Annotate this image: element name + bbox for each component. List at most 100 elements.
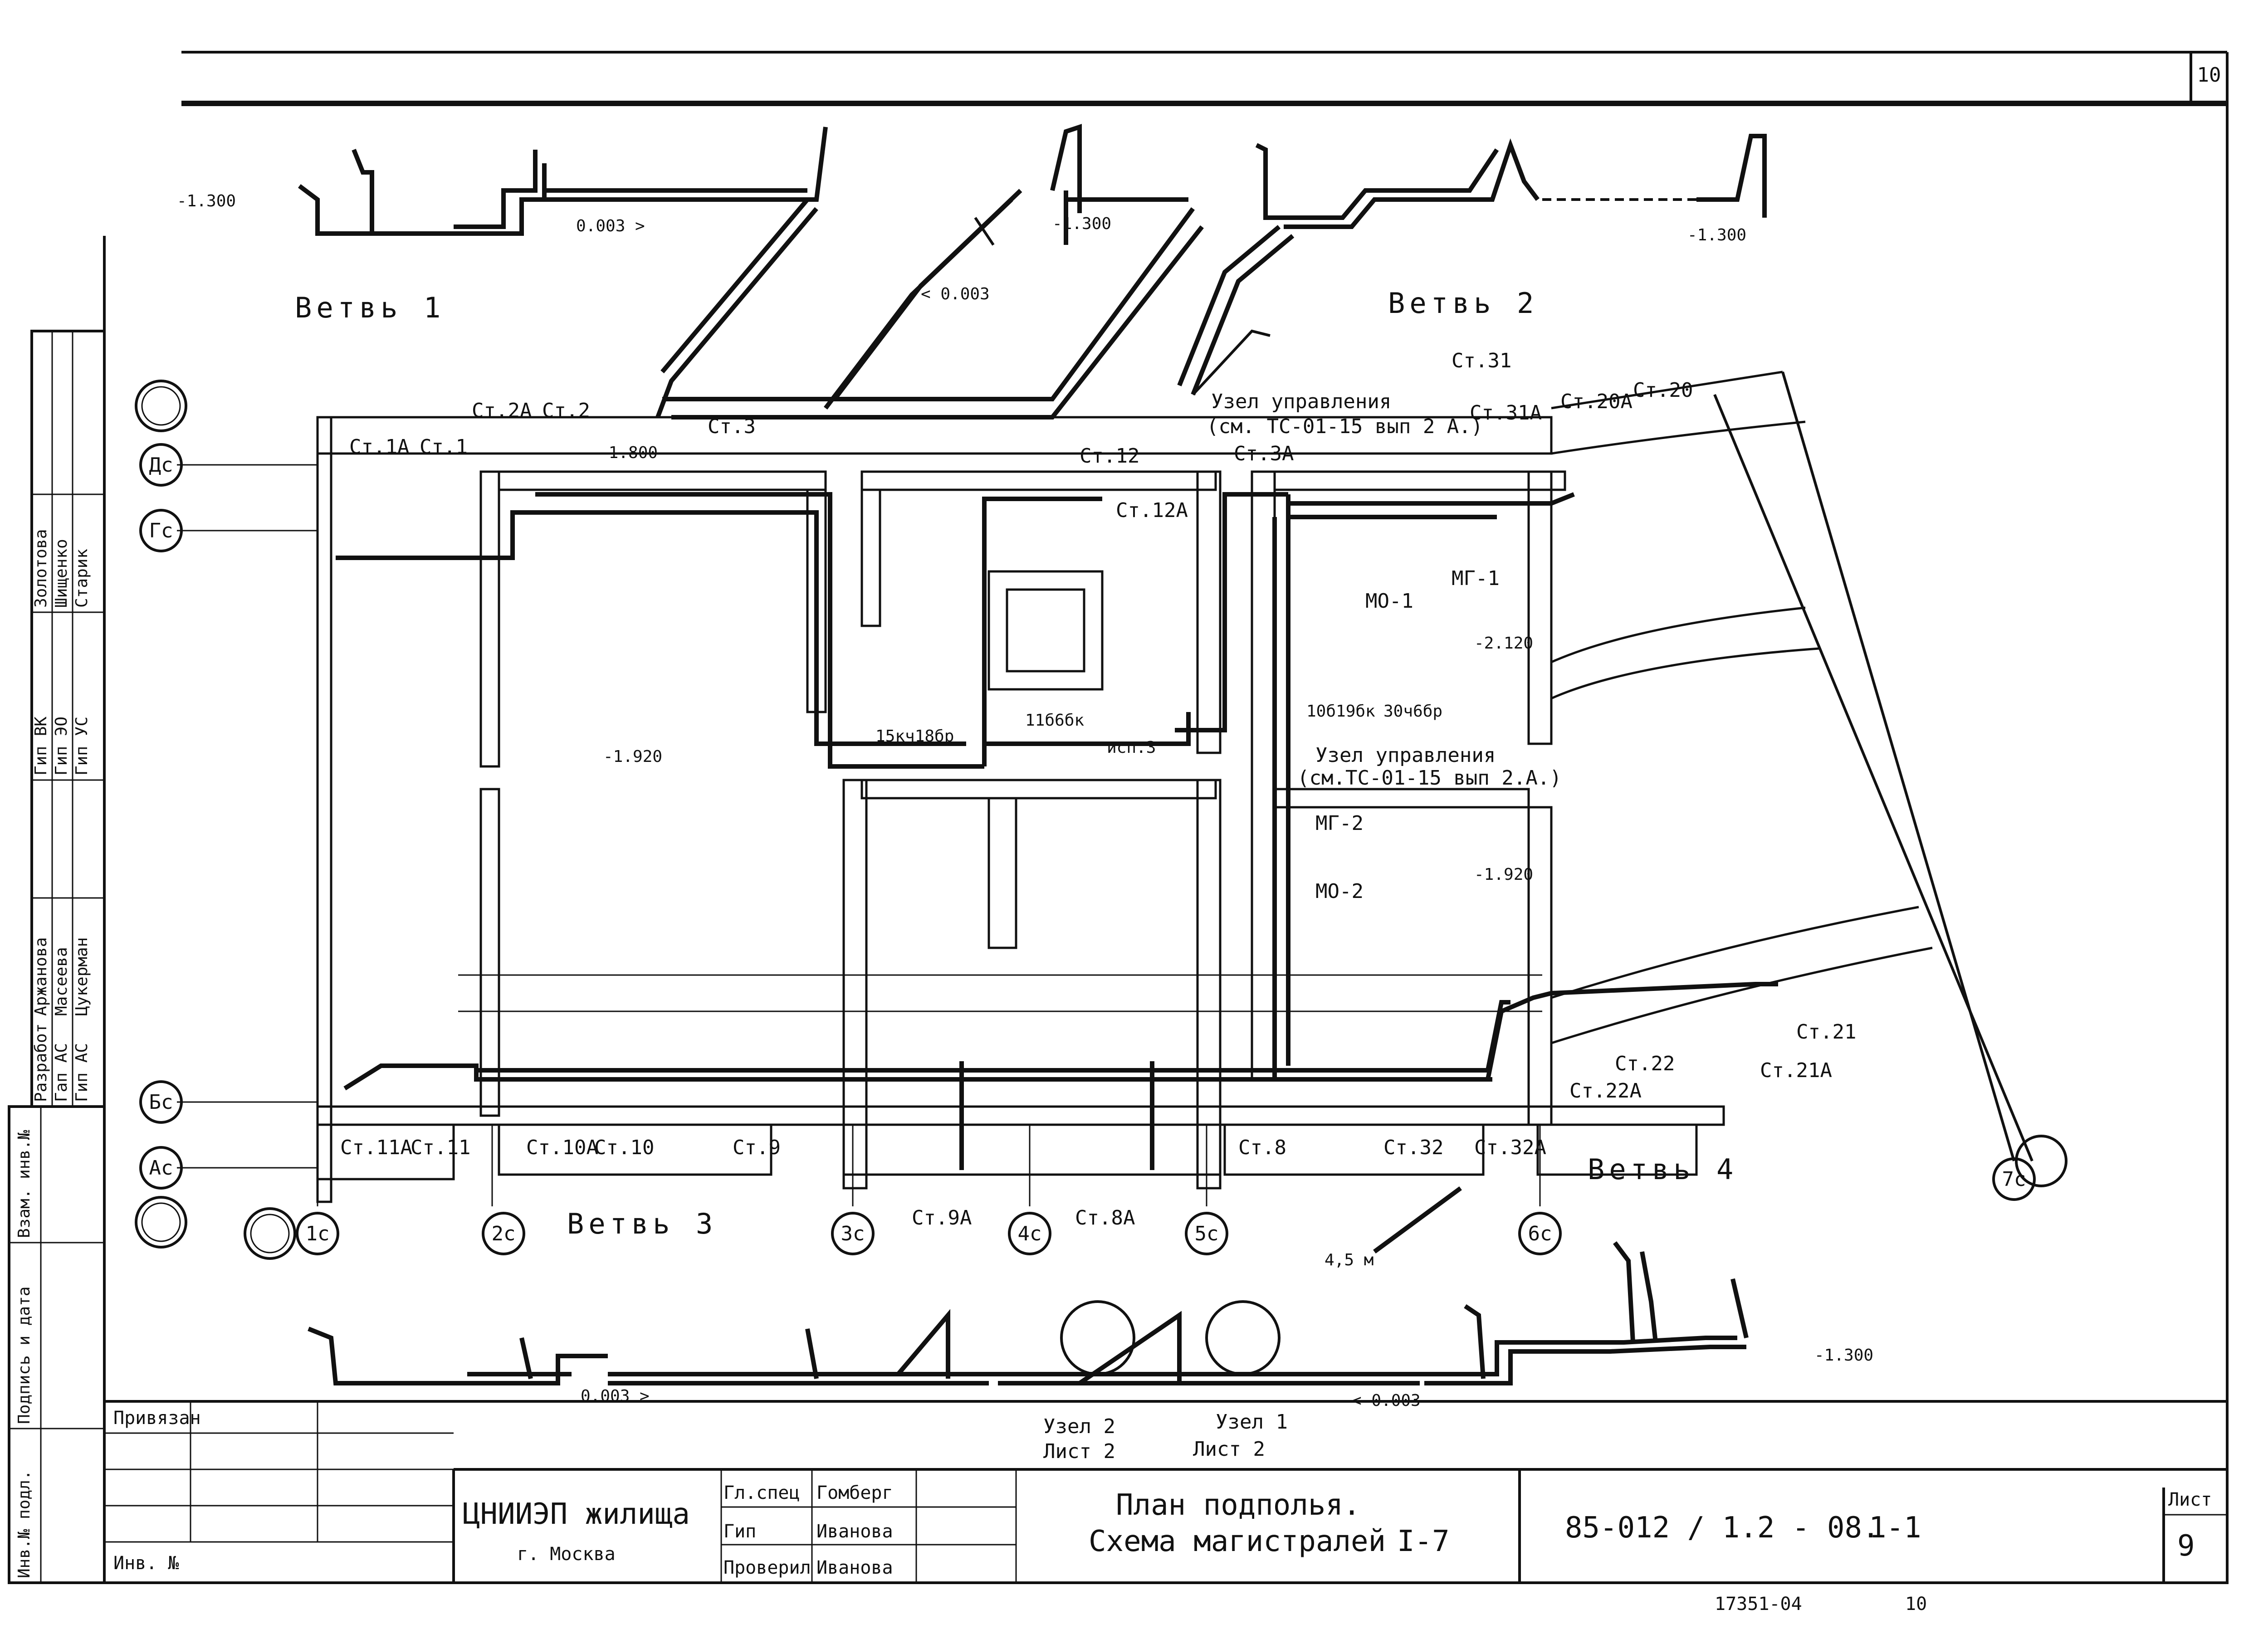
axis-lines (177, 464, 1541, 1206)
svg-text:7с: 7с (2002, 1168, 2026, 1191)
valve-mg2: МГ-2 (1315, 812, 1364, 835)
riser-st8a: Ст.8А (1075, 1206, 1135, 1229)
drawing-title-1: План подполья. (1116, 1488, 1360, 1522)
organization-city: г. Москва (517, 1544, 616, 1565)
field-podpis-data: Подпись и дата (15, 1287, 34, 1424)
node-1-label: Узел 1 (1216, 1410, 1288, 1434)
axis-bubble-1s: 1с (296, 1212, 339, 1255)
document-part: 1-1 (1869, 1511, 1921, 1545)
valve-spec-10b19bk: 10б19бк (1306, 702, 1375, 721)
riser-st31: Ст.31 (1452, 349, 1511, 372)
svg-text:Дс: Дс (149, 454, 173, 477)
svg-text:2с: 2с (492, 1222, 516, 1245)
riser-st10: Ст.10 (594, 1136, 654, 1159)
riser-st22a: Ст.22А (1569, 1079, 1642, 1102)
riser-st3: Ст.3 (708, 415, 756, 438)
name-starik: Старик (73, 549, 91, 608)
riser-st21: Ст.21 (1796, 1020, 1856, 1044)
slope-1: 0.003 > (576, 217, 645, 235)
svg-text:3с: 3с (841, 1222, 865, 1245)
svg-text:Бс: Бс (149, 1091, 173, 1114)
riser-st10a: Ст.10А (526, 1136, 598, 1159)
riser-st2: Ст.2 (542, 399, 590, 422)
svg-text:5с: 5с (1195, 1222, 1219, 1245)
svg-text:1с: 1с (306, 1222, 330, 1245)
node-control-mid-1: Узел управления (1315, 744, 1496, 767)
node-2-sheet: Лист 2 (1043, 1440, 1115, 1463)
branch-3-label: Ветвь 3 (567, 1207, 717, 1240)
side-stamp (8, 330, 106, 1584)
document-code: 85-012 / 1.2 - 08. (1565, 1511, 1880, 1545)
node-1-sheet: Лист 2 (1193, 1438, 1265, 1461)
branch-4-scheme (1373, 1186, 1749, 1385)
valve-spec-11b6bk: 11б6бк (1025, 711, 1084, 730)
elev-1300-b: -1.300 (1052, 215, 1111, 233)
sheet-label: Лист (2168, 1489, 2212, 1510)
elev-1920-a: -1.920 (603, 747, 662, 766)
axis-bubble-6s: 6с (1518, 1212, 1562, 1255)
node-2-label: Узел 2 (1043, 1415, 1115, 1438)
axis-bubble-5s: 5с (1185, 1212, 1228, 1255)
svg-text:4с: 4с (1018, 1222, 1042, 1245)
riser-st9a: Ст.9А (912, 1206, 972, 1229)
valve-spec-30ch6br: 30ч6бр (1383, 702, 1442, 721)
privyazan-label: Привязан (113, 1408, 201, 1429)
node-1-circle (1205, 1300, 1281, 1375)
elev-2120: -2.120 (1474, 634, 1533, 653)
axis-bubble-Ds: Дс (139, 443, 183, 487)
inv-no-label: Инв. № (113, 1553, 179, 1574)
riser-st3a: Ст.3А (1234, 442, 1294, 465)
archive-copy: 10 (1905, 1594, 1927, 1614)
drawing-variant: I-7 (1397, 1525, 1450, 1558)
organization-name: ЦНИИЭП жилища (463, 1497, 690, 1531)
name-ivanova-2: Иванова (816, 1557, 893, 1578)
svg-text:Гс: Гс (149, 519, 173, 542)
node-control-top-1: Узел управления (1211, 390, 1391, 413)
riser-st20a: Ст.20А (1560, 390, 1633, 413)
axis-bubble-2s: 2с (482, 1212, 525, 1255)
archive-number: 17351-04 (1715, 1594, 1802, 1614)
riser-st12: Ст.12 (1080, 444, 1139, 468)
branch-2-scheme (1177, 134, 1767, 396)
node-control-mid-2: (см.ТС-01-15 вып 2.А.) (1297, 766, 1562, 790)
riser-st12a: Ст.12А (1116, 499, 1188, 522)
role-razrabot: Разработ (32, 1024, 50, 1102)
valve-mo2: МО-2 (1315, 880, 1364, 903)
role-gip-tb: Гип (723, 1521, 756, 1542)
branch-3-scheme (308, 1309, 1424, 1385)
role-proveril: Проверил (723, 1557, 811, 1578)
title-block-frame (103, 1400, 2229, 1584)
name-zolotova: Золотова (32, 529, 50, 608)
role-gl-spec: Гл.спец (723, 1483, 800, 1503)
empty-circle-top (135, 380, 187, 432)
pipelines-plan (336, 492, 1778, 1170)
elev-1300-c: -1.300 (1687, 226, 1746, 244)
branch-2-label: Ветвь 2 (1388, 287, 1538, 320)
riser-st31a: Ст.31А (1470, 401, 1542, 424)
axis-bubble-7s: 7с (1992, 1135, 2068, 1201)
valve-spec-isp3: исп.3 (1107, 738, 1156, 757)
riser-st11a: Ст.11А (340, 1136, 412, 1159)
elev-1800: -1.800 (599, 444, 658, 462)
empty-circle-col (244, 1207, 296, 1260)
name-shishchenko: Шищенко (52, 539, 71, 608)
name-arzhanova: Аржанова (32, 937, 50, 1016)
axis-bubble-Bs: Бс (139, 1080, 183, 1124)
riser-st1a: Ст.1А (349, 435, 409, 458)
riser-st2a: Ст.2А (472, 399, 532, 422)
sheet-no: 9 (2177, 1529, 2195, 1563)
riser-st11: Ст.11 (411, 1136, 470, 1159)
riser-st20: Ст.20 (1633, 379, 1693, 402)
elev-1300-a: -1.300 (177, 192, 236, 210)
node-2-circle (1060, 1300, 1135, 1375)
axis-bubble-3s: 3с (831, 1212, 875, 1255)
riser-st32: Ст.32 (1383, 1136, 1443, 1159)
elev-1300-d: -1.300 (1814, 1346, 1873, 1365)
valve-mg1: МГ-1 (1452, 567, 1500, 590)
branch-1-label: Ветвь 1 (295, 291, 445, 324)
riser-st9: Ст.9 (733, 1136, 781, 1159)
valve-spec-15kch: 15кч18бр (875, 727, 954, 746)
field-vzam-inv: Взам. инв.№ (15, 1130, 34, 1238)
role-gipvk: Гип ВК (32, 717, 50, 776)
